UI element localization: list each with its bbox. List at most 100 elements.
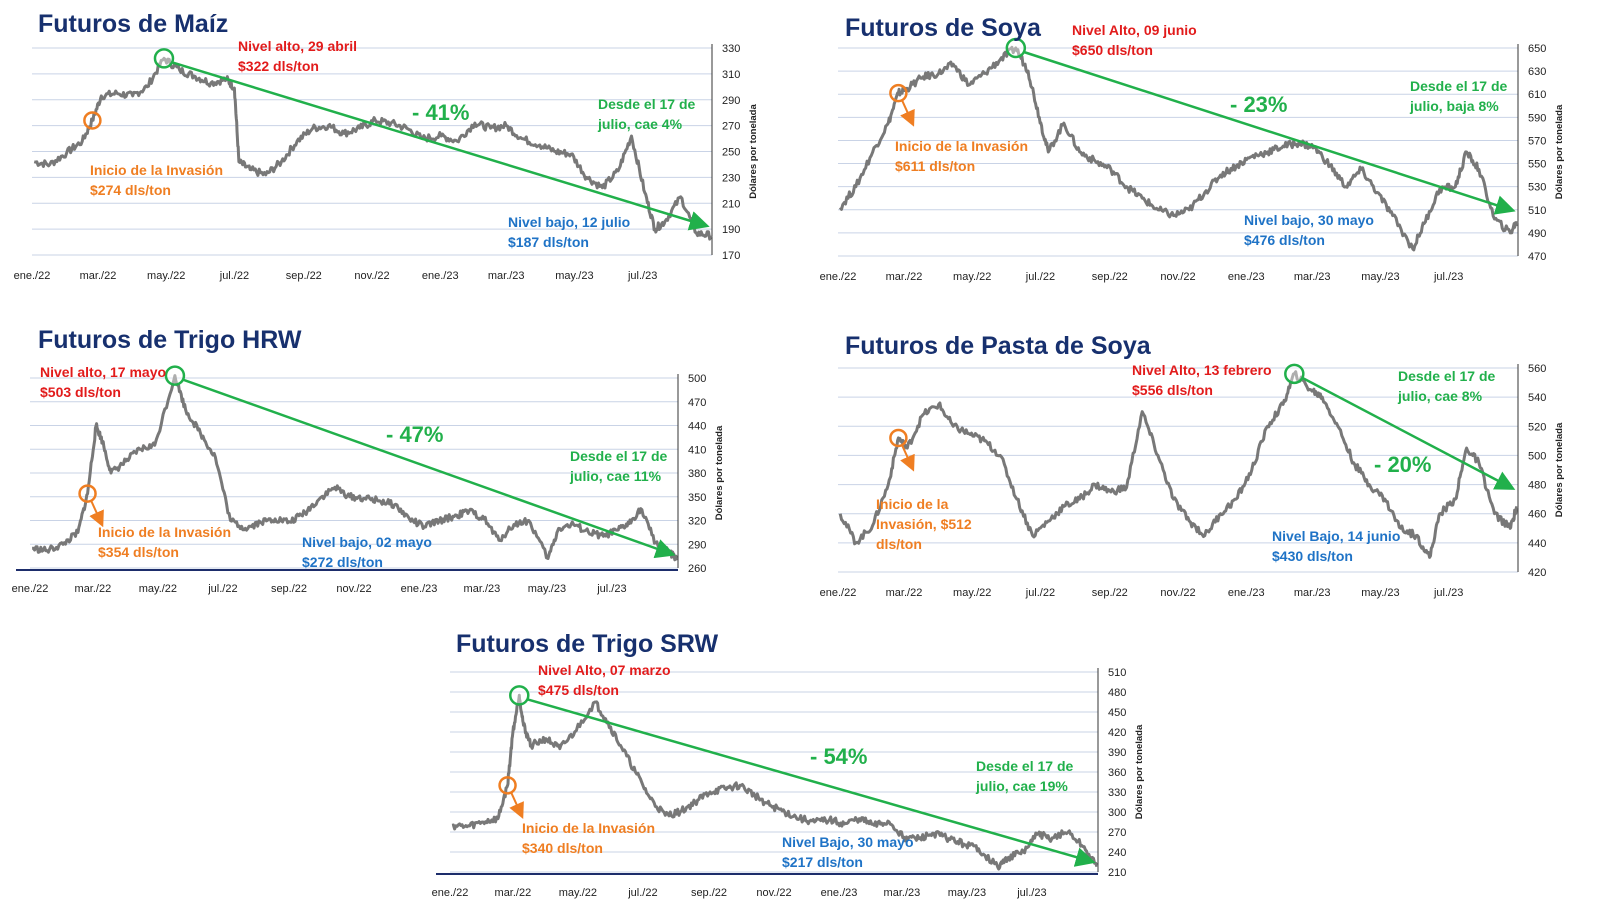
invasion-annotation-line2: $354 dls/ton bbox=[98, 544, 179, 560]
x-tick-label: jul./22 bbox=[627, 887, 657, 899]
x-tick-label: ene./23 bbox=[401, 583, 438, 595]
percent-change-label: - 47% bbox=[386, 422, 444, 447]
y-tick-label: 270 bbox=[722, 121, 740, 133]
x-tick-label: mar./23 bbox=[1294, 587, 1331, 599]
high-annotation: Nivel Alto, 09 junio $650 dls/ton bbox=[1072, 20, 1197, 60]
since-july-annotation-line1: Desde el 17 de bbox=[570, 448, 668, 464]
x-tick-label: nov./22 bbox=[756, 887, 791, 899]
invasion-point-marker bbox=[889, 83, 908, 103]
y-tick-label: 420 bbox=[1108, 727, 1126, 739]
y-tick-label: 330 bbox=[1108, 787, 1126, 799]
high-annotation-line2: $475 dls/ton bbox=[538, 682, 619, 698]
trend-arrow bbox=[182, 378, 676, 559]
y-tick-label: 310 bbox=[722, 69, 740, 81]
y-axis: 210240270300330360390420450480510Dólares… bbox=[450, 667, 1145, 879]
high-point-marker bbox=[153, 48, 175, 69]
percent-change-label: - 20% bbox=[1374, 452, 1432, 477]
x-tick-label: may./23 bbox=[555, 270, 593, 282]
invasion-point-marker bbox=[83, 111, 102, 130]
y-tick-label: 270 bbox=[1108, 827, 1126, 839]
y-tick-label: 540 bbox=[1528, 392, 1546, 404]
x-tick-label: jul./22 bbox=[1025, 271, 1055, 283]
x-tick-label: jul./23 bbox=[627, 270, 657, 282]
price-series-line bbox=[838, 45, 1519, 252]
high-annotation: Nivel Alto, 13 febrero $556 dls/ton bbox=[1132, 360, 1272, 400]
high-point-marker bbox=[1284, 363, 1305, 385]
x-tick-label: may./23 bbox=[948, 887, 986, 899]
trend-arrow bbox=[1301, 376, 1516, 490]
x-tick-label: jul./22 bbox=[1025, 587, 1055, 599]
invasion-annotation-line2: Invasión, $512 bbox=[876, 516, 972, 532]
x-tick-label: sep./22 bbox=[286, 270, 322, 282]
low-annotation-line2: $187 dls/ton bbox=[508, 234, 589, 250]
invasion-annotation: Inicio de la Invasión, $512 dls/ton bbox=[876, 494, 972, 554]
x-tick-label: nov./22 bbox=[354, 270, 389, 282]
y-tick-label: 480 bbox=[1108, 687, 1126, 699]
y-tick-label: 510 bbox=[1108, 667, 1126, 679]
percent-change-label: - 54% bbox=[810, 744, 868, 769]
x-tick-label: sep./22 bbox=[1092, 587, 1128, 599]
high-annotation-line1: Nivel alto, 17 mayo bbox=[40, 364, 167, 380]
x-tick-label: mar./23 bbox=[884, 887, 921, 899]
invasion-annotation: Inicio de la Invasión $340 dls/ton bbox=[522, 818, 655, 858]
x-tick-label: ene./22 bbox=[12, 583, 49, 595]
x-tick-label: ene./22 bbox=[14, 270, 51, 282]
y-tick-label: 520 bbox=[1528, 421, 1546, 433]
since-july-annotation-line2: julio, cae 4% bbox=[598, 116, 683, 132]
trend-arrow bbox=[171, 61, 710, 231]
since-july-annotation-line1: Desde el 17 de bbox=[1410, 78, 1508, 94]
y-tick-label: 210 bbox=[722, 198, 740, 210]
high-annotation-line1: Nivel Alto, 07 marzo bbox=[538, 662, 671, 678]
y-tick-label: 290 bbox=[722, 95, 740, 107]
chart-title: Futuros de Soya bbox=[845, 14, 1041, 42]
y-tick-label: 230 bbox=[722, 172, 740, 184]
low-annotation-line2: $272 dls/ton bbox=[302, 554, 383, 570]
low-annotation: Nivel Bajo, 30 mayo $217 dls/ton bbox=[782, 832, 914, 872]
invasion-point-marker bbox=[78, 484, 97, 503]
invasion-point-marker bbox=[498, 776, 517, 795]
y-tick-label: 650 bbox=[1528, 43, 1546, 55]
y-tick-label: 480 bbox=[1528, 480, 1546, 492]
low-annotation-line2: $430 dls/ton bbox=[1272, 548, 1353, 564]
y-tick-label: 530 bbox=[1528, 182, 1546, 194]
low-annotation: Nivel Bajo, 14 junio $430 dls/ton bbox=[1272, 526, 1400, 566]
y-tick-label: 260 bbox=[688, 563, 706, 575]
y-tick-label: 330 bbox=[722, 43, 740, 55]
y-tick-label: 300 bbox=[1108, 807, 1126, 819]
y-tick-label: 440 bbox=[688, 421, 706, 433]
low-annotation: Nivel bajo, 30 mayo $476 dls/ton bbox=[1244, 210, 1374, 250]
y-tick-label: 240 bbox=[1108, 847, 1126, 859]
since-july-annotation: Desde el 17 de julio, cae 11% bbox=[570, 446, 667, 486]
x-tick-label: mar./22 bbox=[75, 583, 112, 595]
y-tick-label: 570 bbox=[1528, 135, 1546, 147]
y-tick-label: 470 bbox=[1528, 251, 1546, 263]
high-point-marker bbox=[164, 365, 186, 386]
high-point-marker bbox=[509, 685, 530, 706]
invasion-point-marker bbox=[889, 428, 908, 448]
low-annotation: Nivel bajo, 12 julio $187 dls/ton bbox=[508, 212, 630, 252]
x-tick-label: mar./23 bbox=[488, 270, 525, 282]
x-tick-label: jul./23 bbox=[1433, 271, 1463, 283]
y-axis-label: Dólares por tonelada bbox=[1554, 104, 1565, 199]
trend-arrow bbox=[1023, 50, 1516, 215]
low-annotation-line2: $476 dls/ton bbox=[1244, 232, 1325, 248]
price-series-line bbox=[33, 56, 713, 241]
high-annotation-line1: Nivel alto, 29 abril bbox=[238, 38, 358, 54]
low-annotation-line1: Nivel bajo, 12 julio bbox=[508, 214, 631, 230]
y-tick-label: 610 bbox=[1528, 89, 1546, 101]
chart-svg: 210240270300330360390420450480510Dólares… bbox=[432, 667, 1145, 899]
high-annotation-line2: $650 dls/ton bbox=[1072, 42, 1153, 58]
invasion-arrow bbox=[900, 100, 915, 127]
high-annotation-line1: Nivel Alto, 13 febrero bbox=[1132, 362, 1272, 378]
y-tick-label: 410 bbox=[688, 444, 706, 456]
